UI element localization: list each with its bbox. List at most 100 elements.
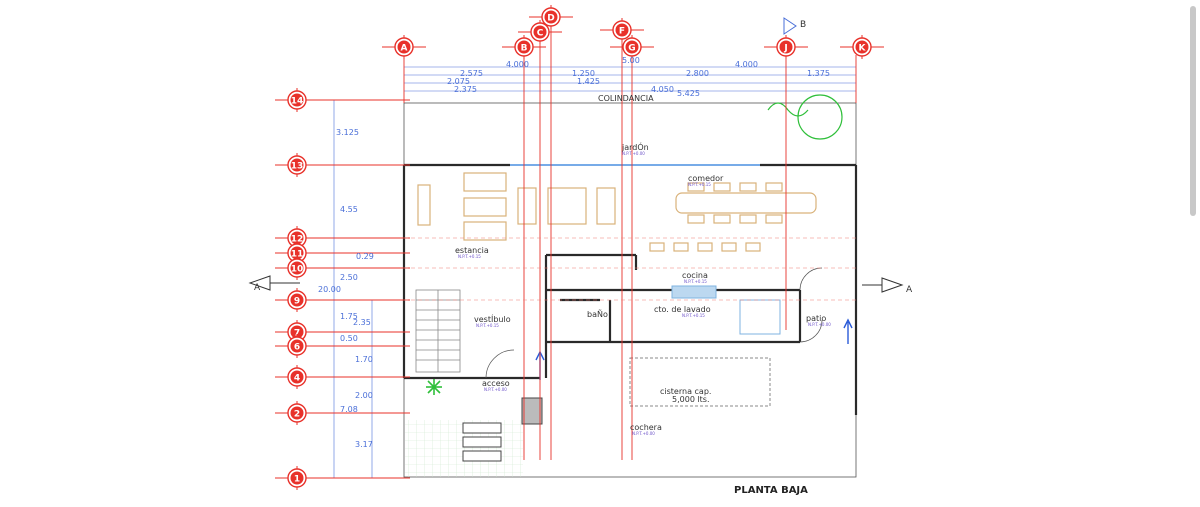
axis-bubble-label: 9 (294, 297, 300, 307)
north-label: B (800, 20, 806, 30)
stairs (415, 289, 461, 373)
axis-bubble-9: 9 (275, 288, 319, 312)
dim-text: 1.70 (355, 355, 373, 364)
room-note: 5,000 lts. (672, 395, 710, 404)
axis-bubbles-left: 14 13 12 11 10 9 7 6 4 2 1 (275, 88, 319, 490)
room-level: N.P.T.+0.15 (458, 254, 481, 259)
axis-bubble-label: B (521, 44, 528, 54)
axis-bubble-G: G (610, 35, 654, 59)
top-dimension-texts: 4.000 5.00 4.000 2.575 1.250 2.800 1.375… (447, 56, 830, 98)
cochera-steps (462, 397, 543, 462)
axis-bubble-label: A (401, 44, 408, 54)
dimension-lines (333, 66, 856, 478)
axis-bubble-J: J (764, 35, 808, 59)
axis-bubble-B: B (502, 35, 546, 59)
axis-bubble-11: 11 (275, 241, 319, 265)
room-name: vestÍbulo (474, 313, 511, 324)
axis-bubble-label: 4 (294, 374, 300, 384)
axis-bubble-13: 13 (275, 153, 319, 177)
kitchen-counter (671, 285, 781, 335)
room-level: N.P.T.+0.00 (808, 322, 831, 327)
axis-bubble-label: J (783, 44, 787, 54)
axis-bubble-label: 2 (294, 410, 300, 420)
axis-bubble-6: 6 (275, 334, 319, 358)
axis-bubble-label: G (628, 44, 635, 54)
dim-text: 2.35 (353, 318, 371, 327)
axis-bubble-label: D (547, 14, 554, 24)
drawing-title: PLANTA BAJA (734, 485, 808, 496)
axis-lines (300, 25, 857, 479)
dim-text: 1.75 (340, 312, 358, 321)
dim-text: 1.375 (807, 69, 830, 78)
axis-bubble-F: F (600, 18, 644, 42)
room-name: cochera (630, 423, 662, 432)
axis-bubble-label: K (859, 44, 867, 54)
room-name: estancia (455, 246, 489, 255)
entry-arrows (535, 318, 853, 380)
room-name: cisterna cap. (660, 387, 711, 396)
section-marker-left (248, 275, 300, 291)
room-level: N.P.T.+0.00 (622, 151, 645, 156)
dim-text: 4.000 (735, 60, 758, 69)
room-name: patio (806, 314, 826, 323)
colindancia-label: COLINDANCIA (598, 94, 654, 103)
room-name: acceso (482, 379, 510, 388)
dim-text: 4.050 (651, 85, 674, 94)
door-swings (485, 267, 823, 379)
dim-text: 2.575 (460, 69, 483, 78)
axis-bubble-1: 1 (275, 466, 319, 490)
axis-bubble-label: 13 (291, 162, 304, 172)
dining-furniture (649, 182, 817, 252)
axis-bubble-4: 4 (275, 365, 319, 389)
axis-bubble-14: 14 (275, 88, 319, 112)
axis-bubble-label: 14 (291, 97, 304, 107)
room-level: N.P.T.+0.15 (682, 313, 705, 318)
dim-text: 7.08 (340, 405, 358, 414)
living-furniture (417, 172, 616, 241)
room-labels: jardÓn N.P.T.+0.00 comedor N.P.T.+0.15 e… (455, 141, 831, 436)
dim-text: 0.50 (340, 334, 358, 343)
axis-bubble-label: 12 (291, 235, 304, 245)
axis-bubble-A: A (382, 35, 426, 59)
axis-bubble-label: 1 (294, 475, 300, 485)
axis-bubble-C: C (518, 20, 562, 44)
dim-text: 2.375 (454, 85, 477, 94)
dim-text: 4.55 (340, 205, 358, 214)
axis-lines-dashed (404, 237, 856, 301)
section-label-left: A (254, 283, 261, 293)
vertical-scrollbar[interactable] (1190, 6, 1196, 216)
room-name: baÑo (587, 309, 608, 319)
dim-text: 1.425 (577, 77, 600, 86)
dim-text: 0.29 (356, 252, 374, 261)
dim-text: 2.075 (447, 77, 470, 86)
room-level: N.P.T.+0.15 (476, 323, 499, 328)
room-level: N.P.T.+0.00 (632, 431, 655, 436)
room-level: N.P.T.+0.00 (484, 387, 507, 392)
dim-text: 3.17 (355, 440, 373, 449)
north-arrow-icon (783, 17, 797, 35)
axis-bubble-label: F (619, 27, 625, 37)
dim-text: 5.425 (677, 89, 700, 98)
garden-tree-icon (767, 94, 843, 140)
axis-bubble-D: D (529, 5, 573, 29)
dim-text: 2.00 (355, 391, 373, 400)
room-name: comedor (688, 174, 724, 183)
axis-bubble-label: C (537, 29, 544, 39)
axis-bubble-label: 10 (291, 265, 304, 275)
room-name: cto. de lavado (654, 305, 711, 314)
dim-text: 20.00 (318, 285, 341, 294)
dim-text: 4.000 (506, 60, 529, 69)
cisterna-outline (629, 357, 771, 407)
section-marker-right (862, 277, 904, 293)
axis-bubble-label: 11 (291, 250, 304, 260)
dim-text: 5.00 (622, 56, 640, 65)
axis-bubble-label: 6 (294, 343, 300, 353)
dim-text: 3.125 (336, 128, 359, 137)
axis-bubble-label: 7 (294, 329, 300, 339)
room-level: N.P.T.+0.15 (688, 182, 711, 187)
axis-bubble-10: 10 (275, 256, 319, 280)
room-name: jardÓn (621, 141, 649, 152)
section-label-right: A (906, 285, 913, 295)
